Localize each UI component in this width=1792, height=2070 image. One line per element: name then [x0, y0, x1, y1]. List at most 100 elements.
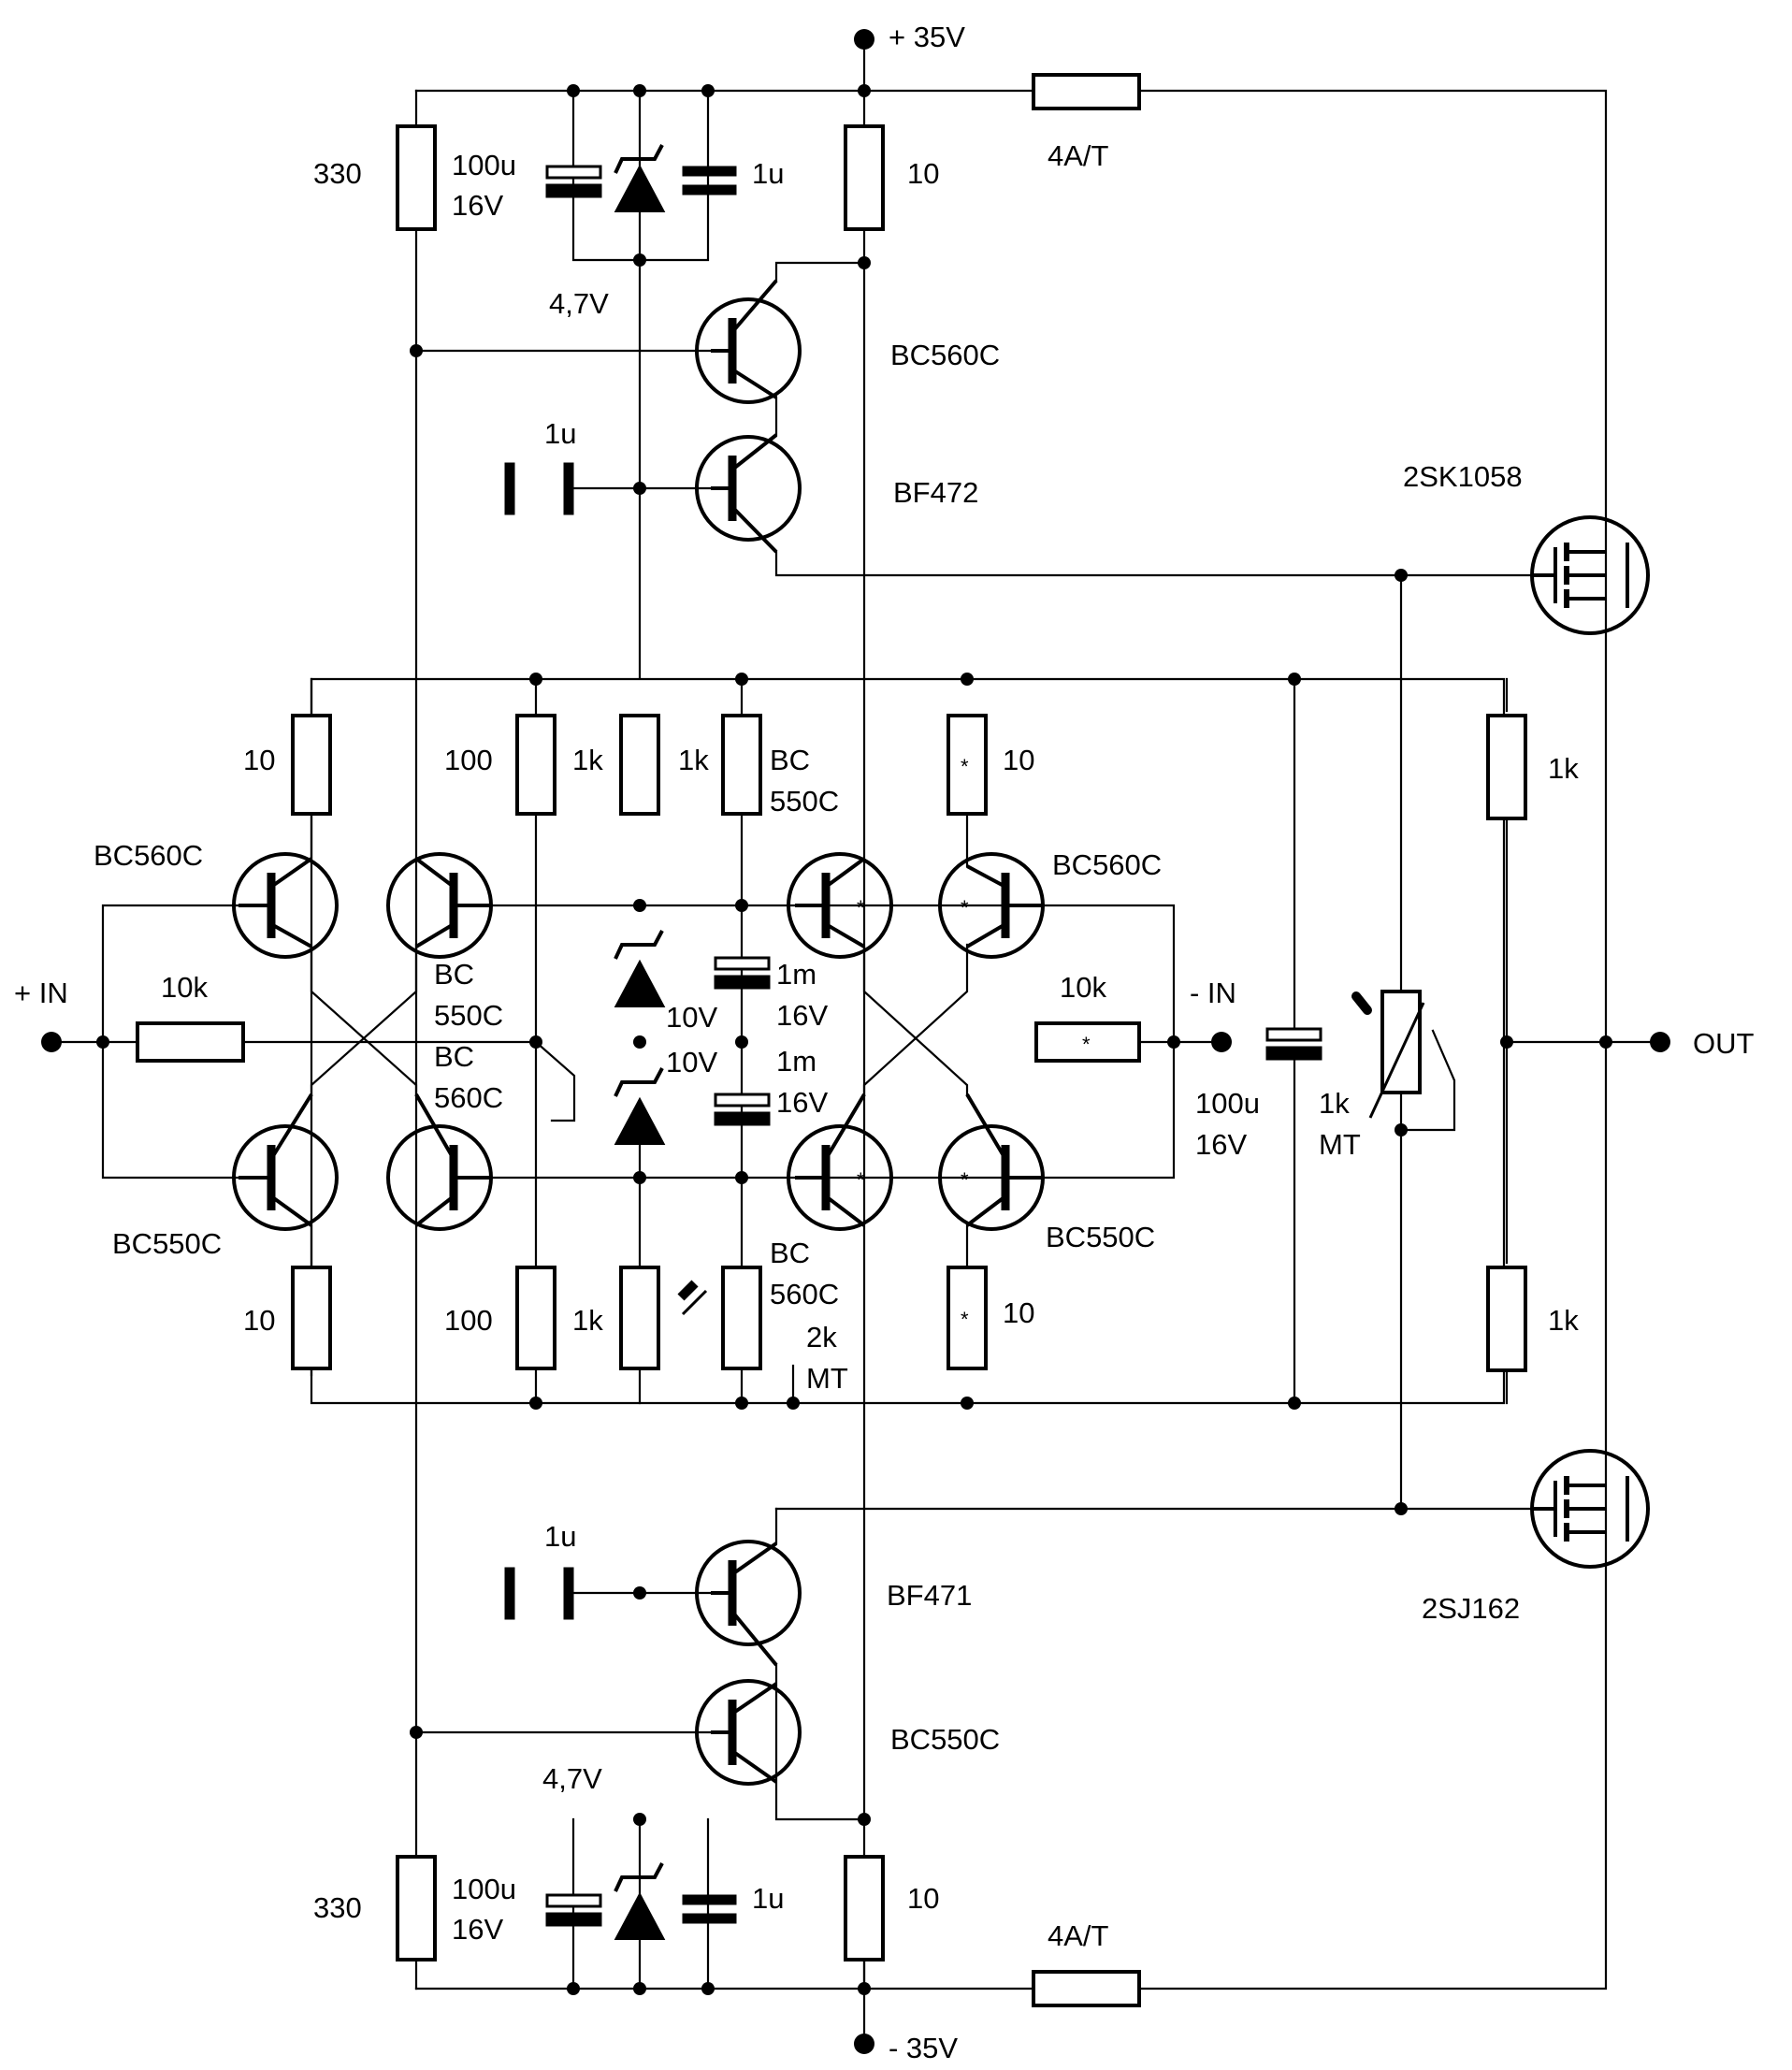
terminal-plus-in — [41, 1032, 62, 1052]
label-10-top-supply: 10 — [907, 157, 939, 190]
label-2sk1058: 2SK1058 — [1403, 460, 1523, 493]
label-fuse-top: 4A/T — [1048, 139, 1109, 172]
zener-10v-bottom — [614, 1067, 666, 1145]
star-marker: * — [961, 896, 969, 919]
fuse-bottom — [1032, 1970, 1141, 2007]
label-1k-a: 1k — [572, 744, 603, 776]
star-marker: * — [1082, 1033, 1091, 1056]
mosfet-2sk1058 — [1530, 515, 1650, 635]
resistor-1k-c — [619, 1266, 660, 1370]
resistor-10k-input — [136, 1021, 245, 1063]
transistor-bc550c-cross-top — [386, 852, 493, 959]
label-100u-top: 100u — [452, 149, 516, 181]
resistor-10-right-bottom — [947, 1266, 988, 1370]
adjust-arrows — [677, 992, 1425, 1316]
resistor-1k-a — [619, 714, 660, 816]
label-minus-in: - IN — [1190, 977, 1236, 1009]
label-10k-input: 10k — [161, 971, 208, 1004]
label-trim-2k: 2k — [806, 1321, 837, 1353]
label-10-right-top: 10 — [1003, 744, 1034, 776]
capacitors — [504, 165, 1322, 1927]
resistor-1k-output-top — [1486, 714, 1527, 820]
cap-1m-bottom — [714, 1093, 771, 1126]
label-bc560c-top: BC560C — [890, 339, 1000, 371]
label-1k-output-bottom: 1k — [1548, 1304, 1579, 1337]
trim-2k-mt — [721, 1266, 762, 1370]
star-marker: * — [857, 1168, 865, 1192]
resistor-1k-b — [721, 714, 762, 816]
star-marker: * — [857, 896, 865, 919]
label-330-bottom: 330 — [313, 1891, 362, 1924]
resistor-100-bottom — [515, 1266, 556, 1370]
transistor-bc560c-cross-bottom — [386, 1093, 493, 1231]
label-1k-output-top: 1k — [1548, 752, 1579, 785]
label-10-bottom-supply: 10 — [907, 1882, 939, 1915]
label-plus-in: + IN — [14, 977, 68, 1009]
cap-100u-top — [545, 165, 602, 198]
label-bc560c-right: BC560C — [1052, 848, 1162, 881]
resistor-330-top — [396, 124, 437, 231]
resistor-330-bottom — [396, 1855, 437, 1961]
label-bc560c-left: BC560C — [94, 839, 203, 872]
transistor-bc550c-mid — [787, 852, 893, 959]
zener-diodes — [614, 144, 666, 1940]
label-mid-bottom-a: BC — [770, 1237, 810, 1269]
resistor-10k-feedback — [1034, 1021, 1141, 1063]
fuse-top — [1032, 73, 1141, 110]
junction-dots — [96, 84, 1612, 1995]
label-10-left-top: 10 — [243, 744, 275, 776]
zener-10v-top — [614, 930, 666, 1007]
label-100u-output-v: 16V — [1195, 1128, 1247, 1161]
label-16v-top: 16V — [452, 189, 503, 222]
label-2sj162: 2SJ162 — [1422, 1592, 1520, 1625]
transistor-bc560c-right — [938, 852, 1045, 959]
transistors — [232, 279, 1650, 1786]
resistor-10-left-bottom — [291, 1266, 332, 1370]
label-100-bottom: 100 — [444, 1304, 493, 1337]
zener-4v7-top — [614, 144, 666, 212]
label-1m-bottom: 1m — [776, 1045, 817, 1078]
label-1k-b: 1k — [678, 744, 709, 776]
label-mid-top-a: BC — [770, 744, 810, 776]
label-cross-2a: BC — [434, 1040, 474, 1073]
terminal-minus-35v — [854, 2034, 874, 2054]
label-bf471: BF471 — [887, 1579, 972, 1612]
resistors — [136, 73, 1527, 2007]
label-10-left-bottom: 10 — [243, 1304, 275, 1337]
star-marker: * — [961, 1168, 969, 1192]
star-marker: * — [961, 755, 969, 778]
label-4v7-top: 4,7V — [549, 287, 609, 320]
cap-100u-bottom — [545, 1893, 602, 1927]
terminal-plus-35v — [854, 29, 874, 50]
label-1m-bottom-v: 16V — [776, 1086, 828, 1119]
label-100u-output: 100u — [1195, 1087, 1260, 1120]
resistor-10-left-top — [291, 714, 332, 816]
transistor-bc560c-top — [695, 279, 802, 404]
resistor-10-right-top — [947, 714, 988, 816]
label-10-right-bottom: 10 — [1003, 1296, 1034, 1329]
cap-1u-top — [682, 166, 737, 195]
star-marker: * — [961, 1308, 969, 1331]
label-cross-2b: 560C — [434, 1081, 503, 1114]
labels: + 35V - 35V + IN - IN OUT 330 100u 16V 1… — [14, 21, 1755, 2064]
label-mid-bottom-b: 560C — [770, 1278, 839, 1310]
terminal-out — [1650, 1032, 1670, 1052]
resistor-10-bottom-supply — [844, 1855, 885, 1961]
mosfet-2sj162 — [1530, 1449, 1650, 1569]
label-bf472: BF472 — [893, 476, 978, 509]
cap-1u-coupling-bottom — [504, 1567, 574, 1620]
label-1u-top: 1u — [752, 157, 784, 190]
transistor-bc550c-right — [938, 1093, 1045, 1231]
label-16v-bottom: 16V — [452, 1913, 503, 1946]
transistor-bc560c-left — [232, 852, 339, 959]
label-zener-bottom: 10V — [666, 1046, 717, 1078]
label-1u-coupling-top: 1u — [544, 417, 576, 450]
label-100u-bottom: 100u — [452, 1873, 516, 1905]
label-bc550c-bottom: BC550C — [890, 1723, 1000, 1756]
label-4v7-bottom: 4,7V — [542, 1762, 602, 1795]
label-pot-1k: 1k — [1319, 1087, 1350, 1120]
label-bc550c-right: BC550C — [1046, 1221, 1155, 1253]
cap-1u-coupling-top — [504, 462, 574, 515]
cap-1u-bottom — [682, 1894, 737, 1924]
